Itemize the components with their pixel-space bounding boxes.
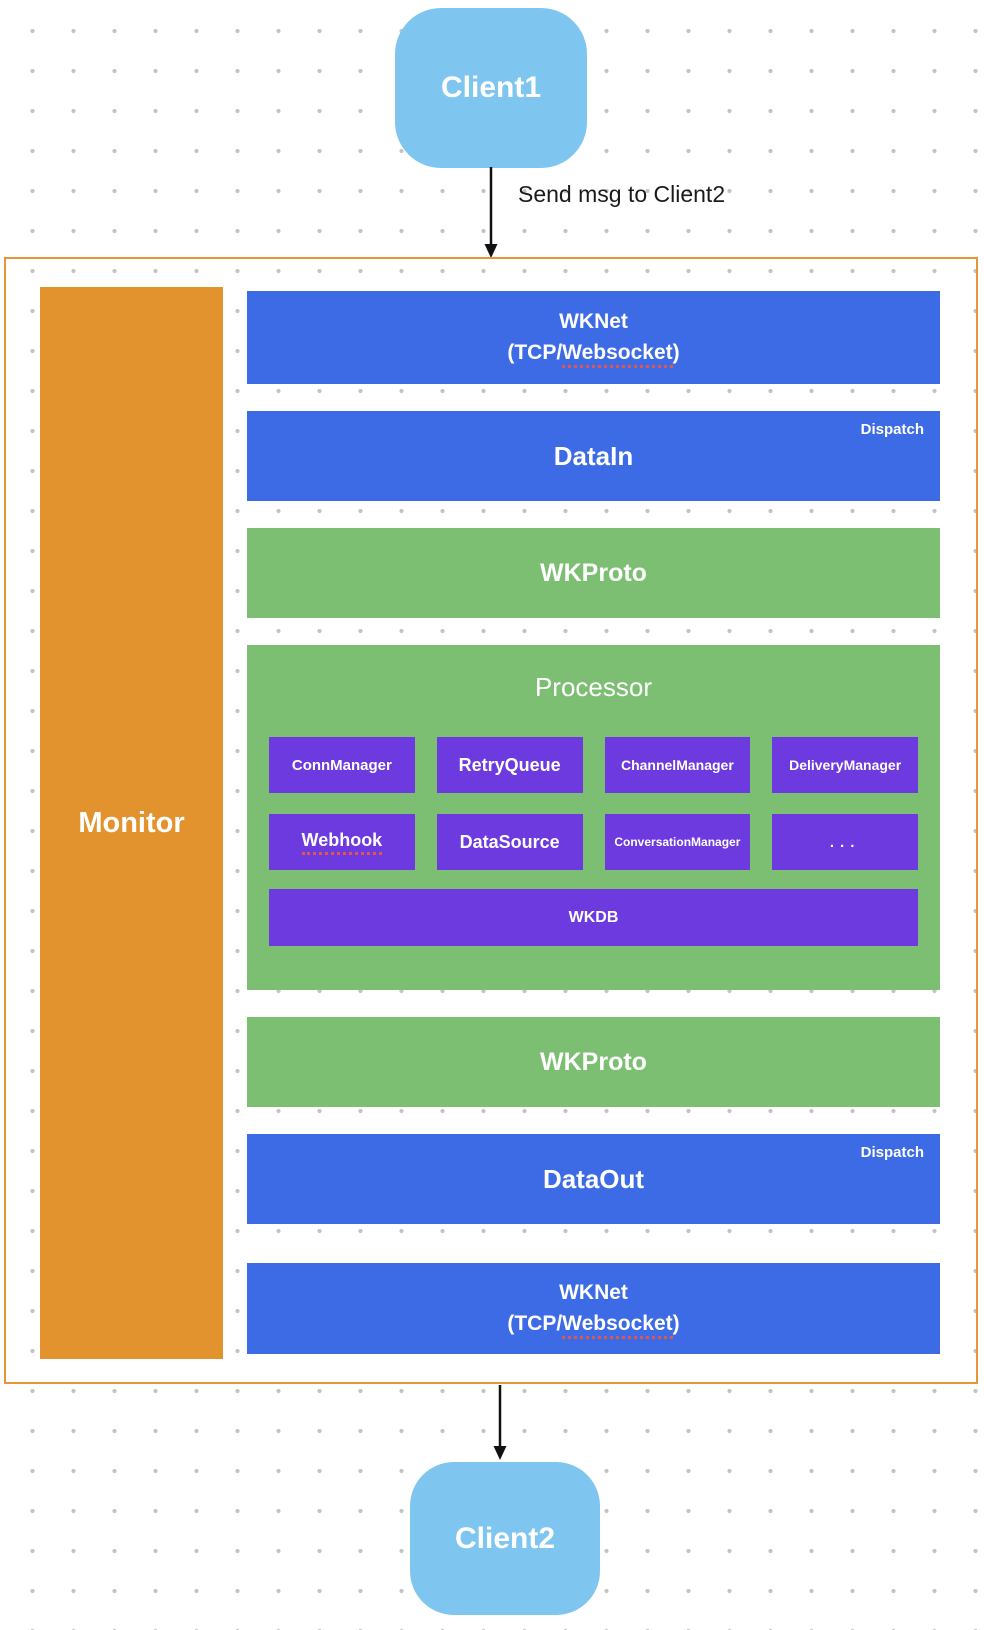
layer-processor[interactable]: Processor ConnManager RetryQueue Channel…: [247, 645, 940, 990]
node-client2-label: Client2: [454, 1521, 556, 1555]
system-container[interactable]: Monitor WKNet (TCP/Websocket) Dispatch D…: [4, 257, 978, 1384]
module-retryqueue[interactable]: RetryQueue: [436, 737, 583, 793]
layer-wkproto-in[interactable]: WKProto: [247, 528, 940, 618]
layer-data-in[interactable]: Dispatch DataIn: [247, 411, 940, 501]
module-ellipsis[interactable]: ...: [772, 814, 918, 870]
module-connmanager[interactable]: ConnManager: [269, 737, 415, 793]
layer-wknet-out[interactable]: WKNet (TCP/Websocket): [247, 1263, 940, 1354]
module-webhook[interactable]: Webhook: [269, 814, 415, 870]
node-client2[interactable]: Client2: [410, 1462, 600, 1615]
node-client1-label: Client1: [440, 71, 542, 104]
wknet-out-subtitle: (TCP/Websocket): [507, 1309, 680, 1339]
data-out-dispatch-badge: Dispatch: [860, 1144, 924, 1161]
arrow-client1-to-system[interactable]: [482, 167, 500, 259]
data-in-title: DataIn: [553, 440, 634, 471]
module-conversationmanager[interactable]: ConversationManager: [604, 814, 751, 870]
module-deliverymanager[interactable]: DeliveryManager: [772, 737, 918, 793]
wknet-out-title: WKNet: [559, 1281, 628, 1305]
node-client1[interactable]: Client1: [395, 8, 587, 168]
wknet-in-title: WKNet: [559, 310, 628, 334]
layer-wkproto-out[interactable]: WKProto: [247, 1017, 940, 1107]
module-channelmanager[interactable]: ChannelManager: [604, 737, 751, 793]
arrow-system-to-client2[interactable]: [491, 1385, 509, 1461]
module-wkdb[interactable]: WKDB: [269, 889, 918, 946]
layer-data-out[interactable]: Dispatch DataOut: [247, 1134, 940, 1224]
wknet-in-subtitle: (TCP/Websocket): [507, 338, 680, 368]
data-out-title: DataOut: [542, 1163, 645, 1194]
edge-label-send-msg: Send msg to Client2: [518, 181, 726, 207]
monitor-label: Monitor: [78, 806, 185, 839]
wkproto-out-title: WKProto: [540, 1047, 647, 1076]
processor-title: Processor: [534, 672, 653, 702]
monitor-bar[interactable]: Monitor: [40, 287, 223, 1359]
data-in-dispatch-badge: Dispatch: [860, 421, 924, 438]
wkproto-in-title: WKProto: [540, 558, 647, 587]
processor-module-grid: ConnManager RetryQueue ChannelManager De…: [269, 737, 918, 946]
module-datasource[interactable]: DataSource: [436, 814, 583, 870]
layer-wknet-in[interactable]: WKNet (TCP/Websocket): [247, 291, 940, 384]
